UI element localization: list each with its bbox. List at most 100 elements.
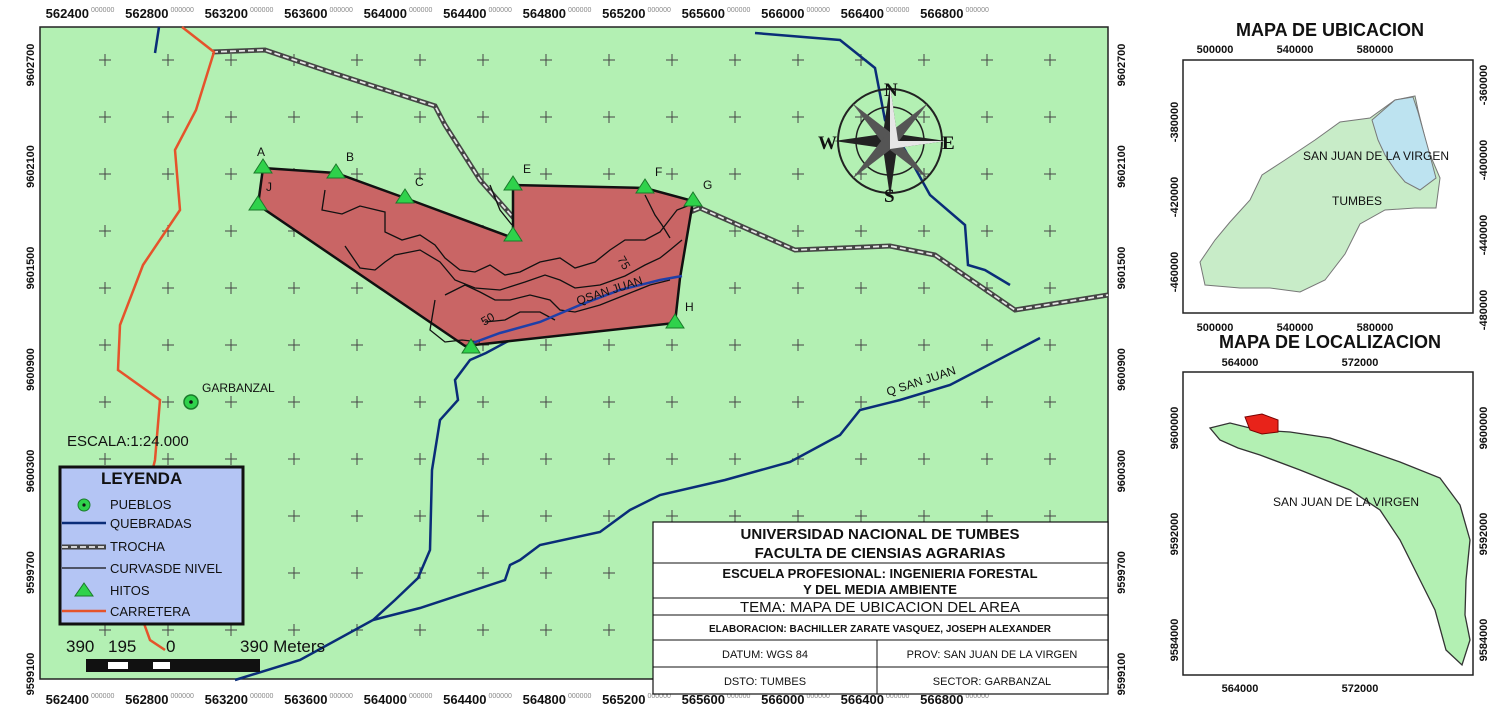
grid-cross xyxy=(603,624,615,636)
y-tick-left: 9602100 xyxy=(25,145,37,188)
localizacion-label: SAN JUAN DE LA VIRGEN xyxy=(1273,495,1419,509)
x-tick-bottom: 565600 xyxy=(682,692,725,707)
tb-school-1: ESCUELA PROFESIONAL: INGENIERIA FORESTAL xyxy=(722,566,1037,581)
hito-marker xyxy=(395,188,415,204)
x-tick-bottom-suffix: 000000 xyxy=(966,693,989,700)
grid-cross xyxy=(414,396,426,408)
grid-cross xyxy=(288,396,300,408)
ub-x-tick-bottom: 580000 xyxy=(1357,322,1394,334)
grid-cross xyxy=(162,624,174,636)
hito-label: C xyxy=(415,175,424,189)
grid-cross xyxy=(1044,111,1056,123)
grid-cross xyxy=(99,453,111,465)
compass-rose-icon: N S E W xyxy=(818,80,955,207)
localizacion-map[interactable]: MAPA DE LOCALIZACION SAN JUAN DE LA VIRG… xyxy=(1182,332,1474,676)
ub-y-tick-right: -400000 xyxy=(1478,140,1490,180)
title-block: UNIVERSIDAD NACIONAL DE TUMBES FACULTA D… xyxy=(652,521,1109,695)
grid-cross xyxy=(99,111,111,123)
hito-label: E xyxy=(523,162,531,176)
y-tick-right: 9602700 xyxy=(1116,44,1128,87)
grid-cross xyxy=(1044,453,1056,465)
y-tick-left: 9602700 xyxy=(25,44,37,87)
legend-quebradas: QUEBRADAS xyxy=(62,516,192,531)
grid-cross xyxy=(351,510,363,522)
grid-cross xyxy=(351,567,363,579)
legend-trocha: TROCHA xyxy=(62,539,165,554)
scale-text: ESCALA:1:24.000 xyxy=(67,433,189,450)
grid-cross xyxy=(792,282,804,294)
grid-cross xyxy=(666,510,678,522)
y-tick-right: 9600300 xyxy=(1116,450,1128,493)
compass-s: S xyxy=(884,186,895,207)
grid-cross xyxy=(162,453,174,465)
grid-cross xyxy=(225,624,237,636)
x-tick-top-suffix: 000000 xyxy=(886,7,909,14)
ubicacion-label-tumbes: TUMBES xyxy=(1332,194,1382,208)
x-tick-top: 563200 xyxy=(205,6,248,21)
grid-cross xyxy=(603,510,615,522)
svg-text:HITOS: HITOS xyxy=(110,583,150,598)
ubicacion-label-sjv: SAN JUAN DE LA VIRGEN xyxy=(1303,149,1449,163)
grid-cross xyxy=(477,624,489,636)
lo-x-tick-top: 564000 xyxy=(1222,357,1259,369)
hito-marker xyxy=(635,178,655,194)
ub-y-tick-right: -360000 xyxy=(1478,65,1490,105)
legend-pueblos: PUEBLOS xyxy=(77,497,172,512)
lo-x-tick-bottom: 564000 xyxy=(1222,683,1259,695)
y-tick-right: 9601500 xyxy=(1116,247,1128,290)
main-y-ticks-left: 9602700960210096015009600900960030095997… xyxy=(25,44,37,696)
hito-marker xyxy=(253,158,273,174)
compass-w: W xyxy=(818,133,837,154)
ub-x-tick-bottom: 500000 xyxy=(1197,322,1234,334)
x-tick-bottom-suffix: 000000 xyxy=(886,693,909,700)
grid-cross xyxy=(477,54,489,66)
lo-y-tick-right: 9600000 xyxy=(1478,407,1490,450)
grid-cross xyxy=(414,510,426,522)
grid-cross xyxy=(225,339,237,351)
y-tick-left: 9600300 xyxy=(25,450,37,493)
grid-cross xyxy=(792,510,804,522)
grid-cross xyxy=(414,168,426,180)
grid-cross xyxy=(603,54,615,66)
legend-title: LEYENDA xyxy=(101,469,182,488)
grid-cross xyxy=(981,111,993,123)
x-tick-top-suffix: 000000 xyxy=(966,7,989,14)
lo-x-tick-bottom: 572000 xyxy=(1342,683,1379,695)
x-tick-top: 563600 xyxy=(284,6,327,21)
sanjuan-region xyxy=(1371,96,1437,191)
grid-cross xyxy=(225,396,237,408)
x-tick-bottom-suffix: 000000 xyxy=(568,693,591,700)
x-tick-top: 566800 xyxy=(920,6,963,21)
grid-cross xyxy=(918,54,930,66)
x-tick-top-suffix: 000000 xyxy=(727,7,750,14)
hito-label: G xyxy=(703,178,712,192)
grid-cross xyxy=(603,396,615,408)
x-tick-top-suffix: 000000 xyxy=(409,7,432,14)
tb-sector: SECTOR: GARBANZAL xyxy=(933,676,1051,688)
hito-marker xyxy=(248,195,268,211)
grid-cross xyxy=(162,111,174,123)
tb-school-2: Y DEL MEDIA AMBIENTE xyxy=(803,582,957,597)
grid-cross xyxy=(225,225,237,237)
compass-e: E xyxy=(942,133,955,154)
x-tick-top-suffix: 000000 xyxy=(91,7,114,14)
grid-cross xyxy=(792,396,804,408)
grid-cross xyxy=(351,453,363,465)
grid-cross xyxy=(1044,339,1056,351)
x-tick-top: 562800 xyxy=(125,6,168,21)
grid-cross xyxy=(477,510,489,522)
grid-cross xyxy=(666,339,678,351)
pueblo-garbanzal[interactable]: GARBANZAL xyxy=(183,381,275,410)
grid-cross xyxy=(414,624,426,636)
y-tick-left: 9600900 xyxy=(25,348,37,391)
contour-label-75: 75 xyxy=(614,254,633,273)
study-area[interactable] xyxy=(256,166,695,348)
ub-y-tick-right: -480000 xyxy=(1478,290,1490,330)
grid-cross xyxy=(918,396,930,408)
ubicacion-map[interactable]: MAPA DE UBICACION SAN JUAN DE LA VIRGEN … xyxy=(1182,20,1474,314)
lo-y-tick-left: 9600000 xyxy=(1169,407,1181,450)
ub-x-tick-top: 540000 xyxy=(1277,44,1314,56)
